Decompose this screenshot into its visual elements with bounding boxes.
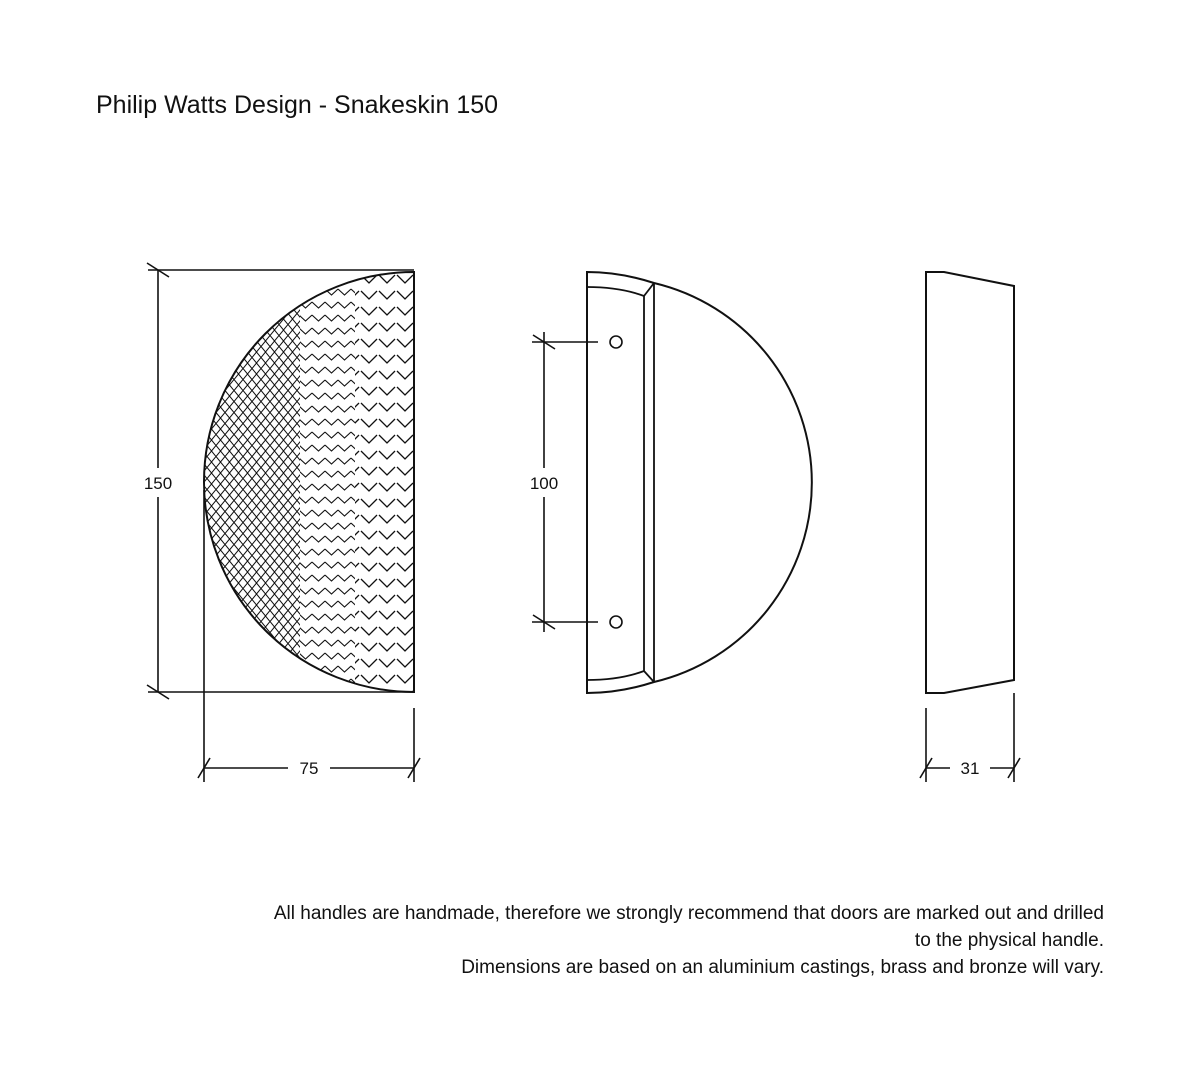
note-line-1: All handles are handmade, therefore we s… (273, 903, 1104, 924)
snakeskin-texture (204, 272, 414, 692)
notes-block: All handles are handmade, therefore we s… (144, 900, 1104, 981)
fixing-hole-bottom (609, 615, 623, 629)
handle-face-outline (203, 270, 415, 694)
fixing-centres-label: 100 (530, 474, 558, 493)
width-label: 75 (300, 759, 319, 778)
drawing-title: Philip Watts Design - Snakeskin 150 (96, 91, 499, 119)
fixing-centres-dimension: 100 (530, 332, 598, 632)
back-view: 100 (530, 270, 813, 695)
fixing-hole-top (609, 335, 623, 349)
width-dimension: 75 (197, 757, 421, 779)
back-outline (586, 270, 813, 695)
depth-dimension: 31 (919, 757, 1021, 779)
note-line-3: Dimensions are based on an aluminium cas… (461, 957, 1104, 978)
side-view: 31 (919, 271, 1021, 782)
height-dimension: 150 (144, 262, 172, 700)
side-outline (925, 271, 1015, 694)
height-label: 150 (144, 474, 172, 493)
depth-label: 31 (961, 759, 980, 778)
front-view: 150 75 (144, 262, 421, 782)
note-line-2: to the physical handle. (914, 930, 1104, 951)
